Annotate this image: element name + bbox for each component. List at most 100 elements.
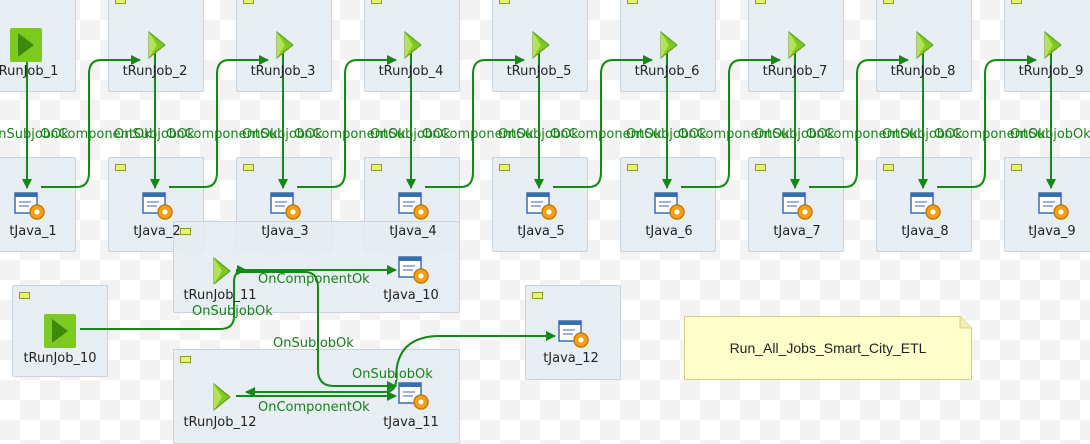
tjava-2-label: tJava_2 [133, 224, 181, 239]
link-label-component-11[interactable]: OnComponentOk [258, 272, 370, 287]
link-label-subjob-8[interactable]: OnSubjobOk [882, 127, 963, 142]
link-label-subjob-7[interactable]: OnSubjobOk [754, 127, 835, 142]
trunjob-2-label: tRunJob_2 [122, 64, 188, 79]
tjava-6-label: tJava_6 [645, 224, 693, 239]
trunjob-5-label: tRunJob_5 [506, 64, 572, 79]
tjava-5-icon[interactable] [523, 190, 563, 224]
status-led-icon [883, 0, 894, 4]
tjava-1-icon[interactable] [11, 190, 51, 224]
link-component-6[interactable] [681, 55, 781, 188]
status-led-icon [532, 292, 543, 299]
tjava-7-label: tJava_7 [773, 224, 821, 239]
trunjob-2-icon[interactable] [135, 28, 175, 62]
link-component-8[interactable] [937, 55, 1037, 188]
status-led-icon [755, 0, 766, 4]
status-led-icon [371, 164, 382, 171]
status-led-icon [19, 292, 30, 299]
link-label-component-6[interactable]: OnComponentOk [678, 127, 790, 142]
trunjob-8-icon[interactable] [903, 28, 943, 62]
trunjob-9-label: tRunJob_9 [1018, 64, 1084, 79]
trunjob-12-label: tRunJob_12 [183, 415, 257, 430]
tjava-10-label: tJava_10 [383, 288, 439, 303]
tjava-12-icon[interactable] [555, 318, 595, 352]
status-led-icon [180, 356, 191, 363]
tjava-7-icon[interactable] [779, 190, 819, 224]
status-led-icon [755, 164, 766, 171]
status-led-icon [499, 0, 510, 4]
tjava-12-label: tJava_12 [543, 351, 599, 366]
link-label-component-2[interactable]: OnComponentOk [166, 127, 278, 142]
trunjob-9-icon[interactable] [1031, 28, 1071, 62]
trunjob-7-icon[interactable] [775, 28, 815, 62]
tjava-4-label: tJava_4 [389, 224, 437, 239]
tjava-5-label: tJava_5 [517, 224, 565, 239]
link-component-3[interactable] [297, 55, 397, 188]
link-label-component-12[interactable]: OnComponentOk [258, 400, 370, 415]
link-label-subjob-4[interactable]: OnSubjobOk [370, 127, 451, 142]
status-led-icon [627, 164, 638, 171]
link-component-7[interactable] [809, 55, 909, 188]
tjava-9-icon[interactable] [1035, 190, 1075, 224]
tjava-2-icon[interactable] [139, 190, 179, 224]
link-label-subjob-2[interactable]: OnSubjobOk [114, 127, 195, 142]
link-tjava11-to-trun12[interactable] [245, 379, 397, 397]
trunjob-1-icon[interactable] [6, 28, 46, 62]
tjava-4-icon[interactable] [395, 190, 435, 224]
job-note[interactable]: Run_All_Jobs_Smart_City_ETL [684, 316, 972, 380]
link-label-component-3[interactable]: OnComponentOk [294, 127, 406, 142]
status-led-icon [243, 0, 254, 4]
tjava-10-icon[interactable] [395, 254, 435, 288]
link-label-subjob-10[interactable]: OnSubjobOk [192, 304, 273, 319]
link-component-5[interactable] [553, 55, 653, 188]
trunjob-5-icon[interactable] [519, 28, 559, 62]
tjava-11-icon[interactable] [395, 380, 435, 414]
tjava-11-label: tJava_11 [383, 415, 439, 430]
link-label-subjob-3[interactable]: OnSubjobOk [242, 127, 323, 142]
link-component-1[interactable] [41, 55, 141, 188]
status-led-icon [243, 164, 254, 171]
link-component-4[interactable] [425, 55, 525, 188]
trunjob-4-icon[interactable] [391, 28, 431, 62]
status-led-icon [180, 228, 191, 235]
status-led-icon [115, 0, 126, 4]
status-led-icon [883, 164, 894, 171]
link-label-subjob-1[interactable]: OnSubjobOk [0, 127, 69, 142]
link-label-component-7[interactable]: OnComponentOk [806, 127, 918, 142]
link-label-subjob-11[interactable]: OnSubjobOk [273, 336, 354, 351]
trunjob-10-icon[interactable] [40, 314, 80, 348]
tjava-6-icon[interactable] [651, 190, 691, 224]
tjava-8-icon[interactable] [907, 190, 947, 224]
tjava-3-icon[interactable] [267, 190, 307, 224]
trunjob-11-label: tRunJob_11 [183, 288, 257, 303]
link-label-subjob-12[interactable]: OnSubjobOk [352, 367, 433, 382]
tjava-3-label: tJava_3 [261, 224, 309, 239]
link-trun11-to-trun12[interactable] [236, 271, 397, 391]
tjava-1-label: tJava_1 [9, 224, 57, 239]
status-led-icon [499, 164, 510, 171]
subjob-box-9[interactable] [1004, 0, 1090, 92]
status-led-icon [627, 0, 638, 4]
trunjob-6-label: tRunJob_6 [634, 64, 700, 79]
link-label-component-5[interactable]: OnComponentOk [550, 127, 662, 142]
trunjob-11-icon[interactable] [200, 254, 240, 288]
trunjob-6-icon[interactable] [647, 28, 687, 62]
link-label-component-8[interactable]: OnComponentOk [934, 127, 1046, 142]
link-label-component-1[interactable]: OnComponentOk [40, 127, 152, 142]
link-label-component-4[interactable]: OnComponentOk [422, 127, 534, 142]
link-component-2[interactable] [169, 55, 269, 188]
trunjob-3-icon[interactable] [263, 28, 303, 62]
link-label-subjob-5[interactable]: OnSubjobOk [498, 127, 579, 142]
note-shape [684, 316, 972, 380]
status-led-icon [1011, 0, 1022, 4]
link-label-subjob-9[interactable]: OnSubjobOk [1010, 127, 1090, 142]
trunjob-12-icon[interactable] [200, 380, 240, 414]
trunjob-3-label: tRunJob_3 [250, 64, 316, 79]
status-led-icon [115, 164, 126, 171]
tjava-9-label: tJava_9 [1028, 224, 1076, 239]
link-tjava11-to-tjava12[interactable] [395, 331, 556, 379]
status-led-icon [371, 0, 382, 4]
trunjob-8-label: tRunJob_8 [890, 64, 956, 79]
link-label-subjob-6[interactable]: OnSubjobOk [626, 127, 707, 142]
